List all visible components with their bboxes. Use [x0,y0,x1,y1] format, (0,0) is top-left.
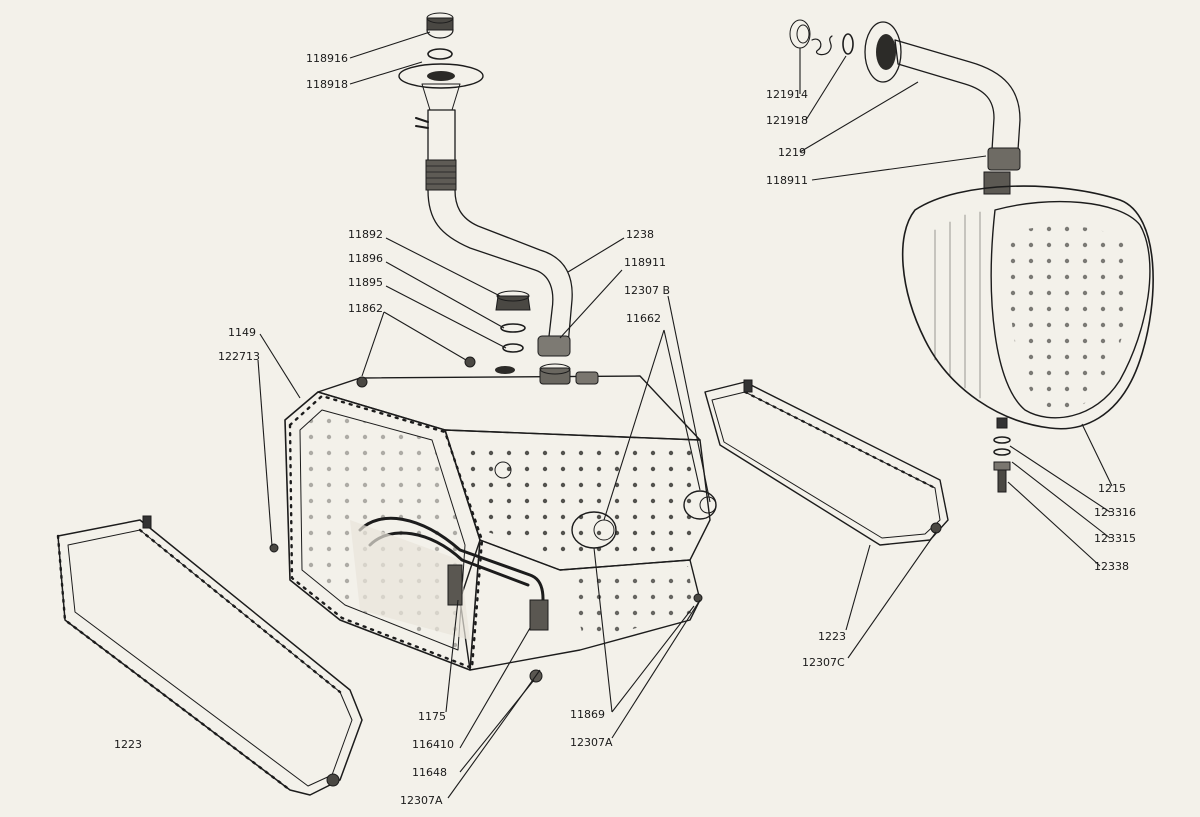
label-1215: 1215 [1098,482,1126,495]
label-1219: 1219 [778,146,806,159]
label-11869: 11869 [570,708,605,721]
label-12307C: 12307C [802,656,845,669]
label-116410: 116410 [412,738,454,751]
label-11895: 11895 [348,276,383,289]
label-1175: 1175 [418,710,446,723]
overflow-pipe-assembly [789,19,1021,171]
left-tray-cover [56,515,363,796]
label-12307A-bottom: 12307A [400,794,443,807]
label-12307B: 12307 B [624,284,670,297]
label-1238: 1238 [626,228,654,241]
label-11648: 11648 [412,766,447,779]
part-number-labels: 118916 118918 121914 121918 1219 118911 … [114,52,1136,807]
label-11662: 11662 [626,312,661,325]
label-123315: 123315 [1094,532,1136,545]
label-118916: 118916 [306,52,348,65]
label-12307A-mid: 12307A [570,736,613,749]
label-121914: 121914 [766,88,808,101]
label-12338: 12338 [1094,560,1129,573]
main-fuel-tank [269,290,717,683]
label-1149: 1149 [228,326,256,339]
label-11862: 11862 [348,302,383,315]
label-118911-top: 118911 [766,174,808,187]
label-1223-left: 1223 [114,738,142,751]
oval-auxiliary-tank [901,171,1154,493]
right-tray-cover [704,379,949,546]
label-118918: 118918 [306,78,348,91]
label-11896: 11896 [348,252,383,265]
label-11892: 11892 [348,228,383,241]
label-1223-right: 1223 [818,630,846,643]
filler-neck-assembly [398,12,573,357]
label-118911-mid: 118911 [624,256,666,269]
label-121918: 121918 [766,114,808,127]
label-123316: 123316 [1094,506,1136,519]
leader-lines [257,31,1113,799]
label-122713: 122713 [218,350,260,363]
